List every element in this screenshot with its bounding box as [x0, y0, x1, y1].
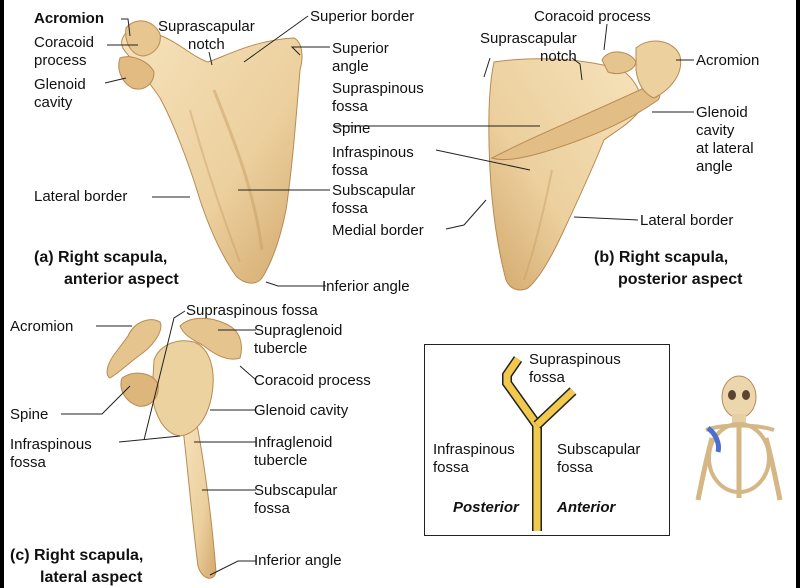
label-c-supraspinous-fossa: Supraspinous fossa: [186, 302, 318, 319]
inset-y-diagram: Supraspinous fossa Infraspinous fossa Su…: [424, 344, 670, 536]
label-c-inferior-angle: Inferior angle: [254, 552, 342, 569]
label-supraspinous-fossa: Supraspinous fossa: [332, 80, 424, 115]
label-b-suprascapular-notch: Suprascapular notch: [480, 30, 577, 65]
y-shape: [502, 356, 577, 531]
label-c-acromion: Acromion: [10, 318, 74, 335]
inset-subscapular: Subscapular fossa: [557, 441, 641, 476]
scapula-lateral: [106, 317, 242, 579]
scapula-anterior: [118, 20, 303, 284]
label-c-subscapular-fossa: Subscapular fossa: [254, 482, 338, 517]
label-c-infraglenoid-tubercle: Infraglenoid tubercle: [254, 434, 333, 469]
label-spine: Spine: [332, 120, 371, 137]
inset-supraspinous: Supraspinous fossa: [529, 351, 621, 386]
caption-b-line1: (b) Right scapula,: [594, 249, 729, 266]
label-a-suprascapular-notch: Suprascapular notch: [158, 18, 255, 53]
label-b-lateral-border: Lateral border: [640, 212, 734, 229]
scapula-diagram: Acromion Coracoid process Glenoid cavity…: [4, 0, 796, 588]
label-a-superior-border: Superior border: [310, 8, 415, 25]
label-infraspinous-fossa: Infraspinous fossa: [332, 144, 414, 179]
caption-b-line2: posterior aspect: [618, 271, 743, 288]
label-c-supraglenoid-tubercle: Supraglenoid tubercle: [254, 322, 343, 357]
skeleton-thumbnail: [695, 375, 783, 501]
label-a-glenoid-cavity: Glenoid cavity: [34, 76, 86, 111]
label-a-lateral-border: Lateral border: [34, 188, 128, 205]
caption-c-line2: lateral aspect: [40, 569, 143, 586]
label-a-coracoid-process: Coracoid process: [34, 34, 95, 69]
label-subscapular-fossa: Subscapular fossa: [332, 182, 416, 217]
scapula-posterior: [488, 40, 682, 291]
label-c-infraspinous-fossa: Infraspinous fossa: [10, 436, 92, 471]
label-medial-border: Medial border: [332, 222, 424, 239]
label-b-acromion: Acromion: [696, 52, 760, 69]
inset-anterior: Anterior: [557, 499, 616, 516]
label-a-superior-angle: Superior angle: [332, 40, 389, 75]
label-b-coracoid-process: Coracoid process: [534, 8, 651, 25]
caption-c-line1: (c) Right scapula,: [10, 547, 144, 564]
inset-posterior: Posterior: [453, 499, 519, 516]
inset-infraspinous: Infraspinous fossa: [433, 441, 515, 476]
label-b-glenoid-cavity: Glenoid cavity at lateral angle: [696, 104, 754, 175]
label-c-glenoid-cavity: Glenoid cavity: [254, 402, 349, 419]
bone-illustrations: [61, 15, 783, 579]
label-c-coracoid-process: Coracoid process: [254, 372, 371, 389]
label-a-acromion: Acromion: [34, 10, 105, 27]
caption-a-line2: anterior aspect: [64, 271, 179, 288]
label-a-inferior-angle: Inferior angle: [322, 278, 410, 295]
label-c-spine: Spine: [10, 406, 49, 423]
leader-lines: [61, 15, 694, 576]
caption-a-line1: (a) Right scapula,: [34, 249, 168, 266]
